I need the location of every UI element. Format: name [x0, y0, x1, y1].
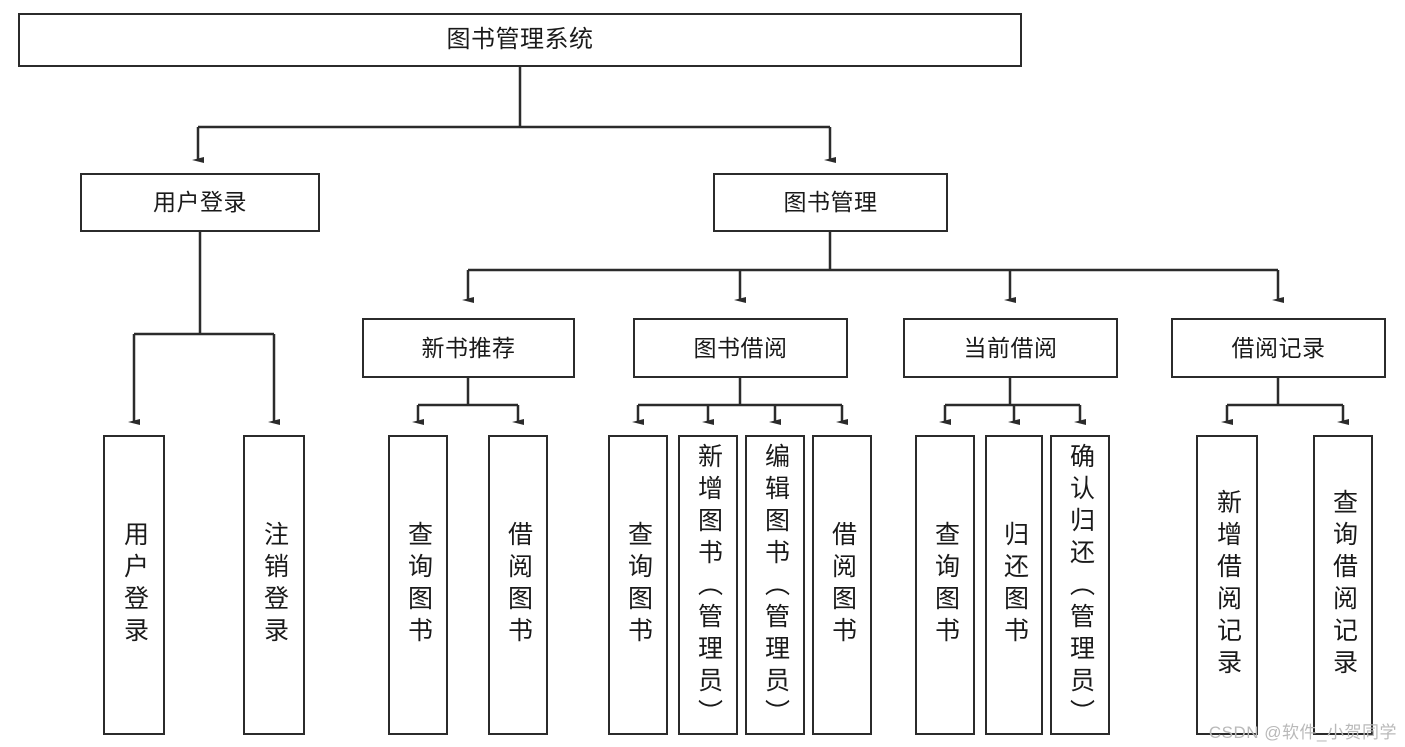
node-label: 查询图书	[931, 521, 960, 649]
node-label: 查询图书	[624, 521, 653, 649]
node-label: 图书借阅	[693, 334, 788, 361]
node-label: 借阅图书	[504, 521, 533, 649]
node-label: 借阅记录	[1231, 334, 1326, 361]
leaf-user-logout[interactable]: 注销登录	[243, 435, 305, 735]
node-current-borrow[interactable]: 当前借阅	[903, 318, 1118, 378]
leaf-borrow-borrow-book[interactable]: 借阅图书	[812, 435, 872, 735]
node-label: 图书管理	[783, 189, 878, 216]
node-new-book-recommend[interactable]: 新书推荐	[362, 318, 575, 378]
leaf-record-query-record[interactable]: 查询借阅记录	[1313, 435, 1373, 735]
node-label: 编辑图书（管理员）	[761, 443, 790, 731]
node-label: 当前借阅	[963, 334, 1058, 361]
node-label: 查询图书	[404, 521, 433, 649]
node-root-system[interactable]: 图书管理系统	[18, 13, 1022, 67]
node-label: 借阅图书	[828, 521, 857, 649]
leaf-borrow-query-book[interactable]: 查询图书	[608, 435, 668, 735]
node-borrow-record[interactable]: 借阅记录	[1171, 318, 1386, 378]
node-label: 新书推荐	[421, 334, 516, 361]
node-label: 新增图书（管理员）	[694, 443, 723, 731]
leaf-newbook-query-book[interactable]: 查询图书	[388, 435, 448, 735]
leaf-borrow-add-book-admin[interactable]: 新增图书（管理员）	[678, 435, 738, 735]
leaf-current-confirm-return-admin[interactable]: 确认归还（管理员）	[1050, 435, 1110, 735]
leaf-current-query-book[interactable]: 查询图书	[915, 435, 975, 735]
watermark-credit: CSDN @软件_小贺同学	[1208, 723, 1397, 742]
node-label: 查询借阅记录	[1329, 489, 1358, 681]
node-label: 归还图书	[1000, 521, 1029, 649]
leaf-current-return-book[interactable]: 归还图书	[985, 435, 1043, 735]
node-user-login[interactable]: 用户登录	[80, 173, 320, 232]
node-label: 确认归还（管理员）	[1066, 443, 1095, 731]
node-book-borrow[interactable]: 图书借阅	[633, 318, 848, 378]
node-label: 图书管理系统	[446, 26, 594, 54]
leaf-record-add-record[interactable]: 新增借阅记录	[1196, 435, 1258, 735]
node-label: 用户登录	[153, 189, 247, 216]
node-label: 注销登录	[260, 521, 289, 649]
leaf-borrow-edit-book-admin[interactable]: 编辑图书（管理员）	[745, 435, 805, 735]
leaf-user-login[interactable]: 用户登录	[103, 435, 165, 735]
node-book-management[interactable]: 图书管理	[713, 173, 948, 232]
node-label: 用户登录	[120, 521, 149, 649]
leaf-newbook-borrow-book[interactable]: 借阅图书	[488, 435, 548, 735]
node-label: 新增借阅记录	[1213, 489, 1242, 681]
